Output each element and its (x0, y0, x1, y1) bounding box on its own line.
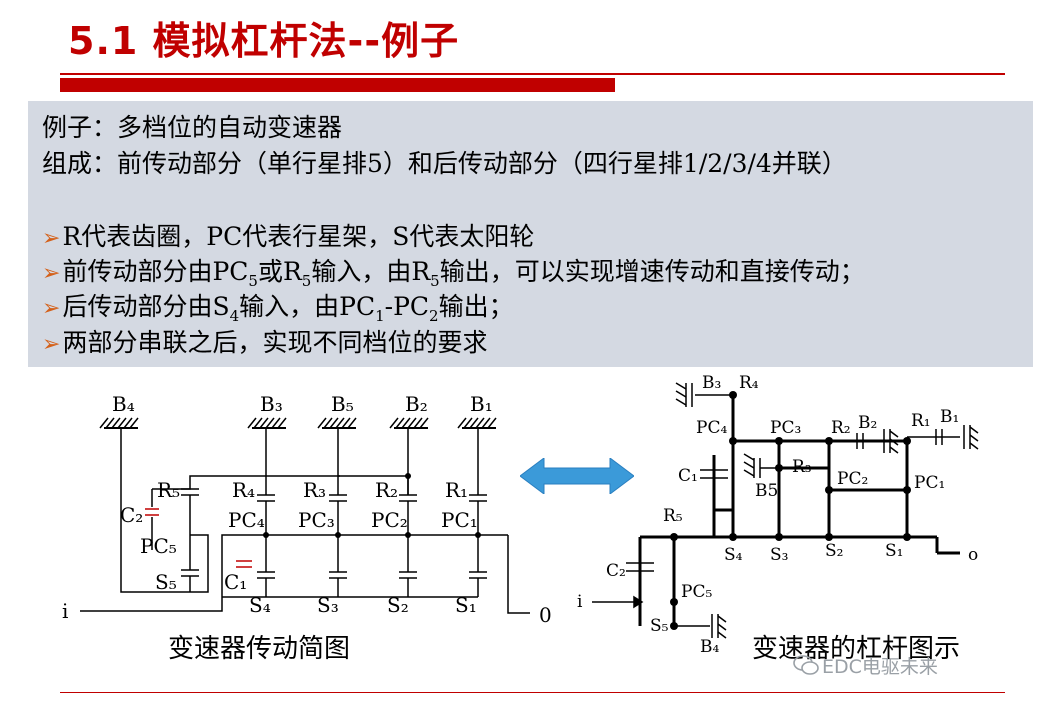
label-r5: R₅ (157, 478, 180, 502)
label-r4: R₄ (232, 478, 255, 502)
label-r2: R₂ (375, 478, 398, 502)
label-s1: S₁ (885, 541, 903, 561)
left-labels: B₄ B₃ B₅ B₂ B₁ R₅ C₂ PC₅ S₅ R₄ PC₄ C₁ S₄… (62, 392, 552, 627)
label-b2: B₂ (405, 392, 428, 416)
bullet-text: 输入，由PC (239, 292, 376, 321)
label-s3: S₃ (770, 545, 788, 565)
text-box (28, 101, 1033, 367)
bullet-text: R代表齿圈，PC代表行星架，S代表太阳轮 (62, 222, 535, 251)
left-diagram-caption: 变速器传动简图 (168, 634, 351, 664)
label-pc3: PC₃ (770, 418, 801, 438)
bullet-text: 输入，由R (311, 257, 431, 286)
label-b5: B₅ (331, 392, 354, 416)
brake-b3 (247, 417, 287, 429)
bullet-text: -PC (384, 292, 430, 321)
label-pc3: PC₃ (298, 508, 335, 532)
label-r2: R₂ (831, 418, 851, 438)
bullet-text: 前传动部分由PC (62, 257, 249, 286)
label-pc4: PC₄ (228, 508, 265, 532)
right-thin-lines (592, 382, 979, 639)
label-output: 0 (539, 603, 552, 627)
label-s2: S₂ (387, 593, 409, 617)
label-c2: C₂ (120, 503, 143, 527)
watermark-text: EDC电驱未来 (822, 656, 938, 678)
wechat-icon (793, 655, 819, 675)
label-c2: C₂ (606, 561, 626, 581)
bullet-arrow-icon: ➢ (42, 226, 61, 251)
bullet-item: ➢前传动部分由PC5或R5输入，由R5输出，可以实现增速传动和直接传动； (42, 257, 865, 296)
label-b1: B₁ (470, 392, 493, 416)
double-arrow-icon (520, 458, 634, 494)
bullet-text: 输出，可以实现增速传动和直接传动； (439, 257, 865, 286)
right-nodes (670, 391, 911, 630)
label-b4: B₄ (112, 392, 135, 416)
subscript: 1 (375, 307, 385, 325)
subscript: 2 (429, 307, 439, 325)
label-b5: B5 (755, 481, 778, 501)
label-s4: S₄ (724, 545, 743, 565)
brake-b2 (389, 417, 429, 429)
title-accent-bar (60, 78, 615, 92)
bullet-text: 两部分串联之后，实现不同档位的要求 (62, 328, 488, 357)
subscript: 5 (301, 272, 312, 290)
transmission-diagrams: B₄ B₃ B₅ B₂ B₁ R₅ C₂ PC₅ S₅ R₄ PC₄ C₁ S₄… (62, 373, 979, 657)
label-pc2: PC₂ (371, 508, 408, 532)
label-input: i (577, 592, 583, 612)
label-s3: S₃ (317, 593, 339, 617)
bullet-item: ➢后传动部分由S4输入，由PC1-PC2输出； (42, 292, 514, 331)
bullet-arrow-icon: ➢ (42, 296, 61, 321)
label-input: i (62, 599, 68, 623)
bullet-arrow-icon: ➢ (42, 261, 61, 286)
subscript: 5 (248, 272, 258, 290)
label-r4: R₄ (739, 373, 759, 393)
label-r1: R₁ (445, 478, 468, 502)
bullet-item: ➢两部分串联之后，实现不同档位的要求 (42, 328, 487, 360)
label-r3: R₃ (303, 478, 326, 502)
label-pc4: PC₄ (696, 418, 727, 438)
label-pc2: PC₂ (837, 469, 868, 489)
label-output: o (968, 545, 978, 565)
label-b4: B₄ (700, 637, 719, 657)
title-underline (60, 73, 1005, 75)
label-pc5: PC₅ (140, 534, 177, 558)
label-b2: B₂ (858, 413, 877, 433)
label-b3: B₃ (260, 392, 283, 416)
label-pc1: PC₁ (441, 508, 478, 532)
subscript: 4 (229, 307, 240, 325)
text-line-composition: 组成：前传动部分（单行星排5）和后传动部分（四行星排1/2/3/4并联） (42, 149, 847, 178)
right-labels: B₃ R₄ PC₄ PC₃ R₂ B₂ R₁ B₁ C₁ R₃ B5 PC₂ P… (577, 373, 978, 657)
label-pc1: PC₁ (914, 473, 945, 493)
label-s4: S₄ (249, 593, 271, 617)
label-pc5: PC₅ (681, 582, 712, 602)
bullet-arrow-icon: ➢ (42, 332, 61, 357)
right-diagram-caption: 变速器的杠杆图示 (752, 634, 961, 664)
label-r3: R₃ (792, 457, 812, 477)
brake-b4 (99, 417, 139, 429)
text-line-example: 例子：多档位的自动变速器 (42, 113, 343, 142)
label-r5: R₅ (663, 506, 683, 526)
label-r1: R₁ (911, 411, 931, 431)
label-b3: B₃ (702, 373, 721, 393)
label-s2: S₂ (825, 541, 843, 561)
subscript: 5 (430, 272, 440, 290)
label-c1: C₁ (678, 466, 698, 486)
footer-line (60, 692, 1005, 693)
label-b1: B₁ (940, 407, 959, 427)
bullet-text: 或R (257, 257, 302, 286)
bullet-text: 输出； (438, 292, 514, 321)
label-s1: S₁ (455, 593, 477, 617)
label-c1: C₁ (224, 570, 247, 594)
brake-b5 (317, 417, 357, 429)
left-schematic (80, 417, 530, 614)
bullet-text: 后传动部分由S (62, 292, 230, 321)
label-s5: S₅ (155, 570, 177, 594)
bullet-item: ➢R代表齿圈，PC代表行星架，S代表太阳轮 (42, 222, 534, 254)
label-s5: S₅ (650, 616, 669, 636)
brake-b1 (457, 417, 497, 429)
page-title: 5.1 模拟杠杆法--例子 (68, 19, 460, 63)
